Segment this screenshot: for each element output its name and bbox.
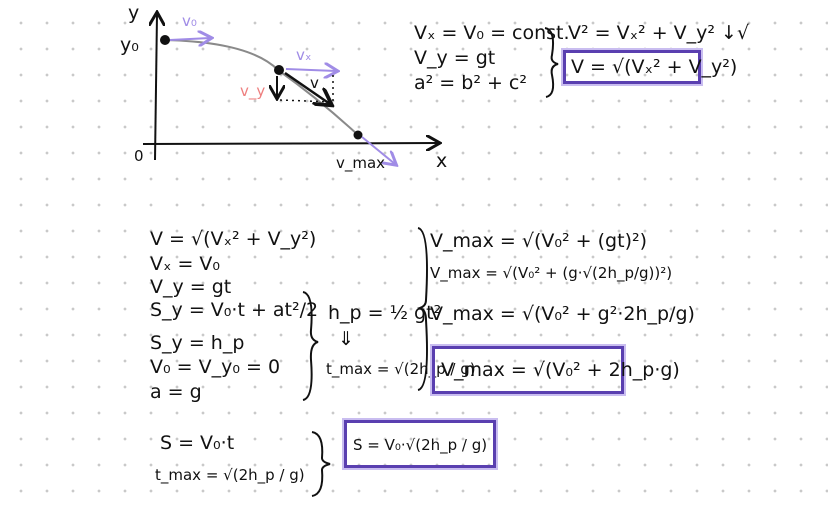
- boxed-s-text: S = V₀·√(2h_p / g): [353, 436, 488, 454]
- bracket-bottom: [311, 431, 331, 497]
- given-line: V₀ = V_y₀ = 0: [150, 356, 281, 378]
- y-axis-label: y: [128, 2, 140, 24]
- eq-vy: V_y = gt: [414, 47, 496, 69]
- bottom-line: S = V₀·t: [160, 432, 235, 454]
- given-line: Vₓ = V₀: [150, 253, 221, 275]
- vmax-arrow: [361, 136, 395, 164]
- y-axis: [155, 14, 157, 161]
- v-label: v: [310, 74, 319, 92]
- y0-label: y₀: [120, 34, 139, 56]
- component-dotted-lines: [279, 75, 334, 103]
- v-arrow: [284, 71, 330, 104]
- point-start: [160, 35, 170, 45]
- vx-label: vₓ: [296, 46, 312, 64]
- vmax-line: V_max = √(V₀² + (gt)²): [430, 230, 648, 252]
- x-axis-label: x: [436, 150, 448, 172]
- v0-arrow: [169, 38, 210, 40]
- given-line: a = g: [150, 381, 202, 403]
- vy-label: v_y: [240, 82, 266, 100]
- origin-label: 0: [134, 147, 144, 165]
- v0-label: v₀: [182, 12, 197, 30]
- point-end: [353, 130, 363, 140]
- vx-arrow: [285, 69, 336, 71]
- vmax-label: v_max: [336, 154, 386, 172]
- boxed-vmax-formula: V_max = √(V₀² + 2h_p·g): [432, 346, 680, 394]
- given-line: V_y = gt: [150, 276, 232, 298]
- boxed-v-text: V = √(Vₓ² + V_y²): [571, 56, 738, 78]
- eq-pythagoras: a² = b² + c²: [414, 72, 527, 94]
- vmax-line: V_max = √(V₀² + g²·2h_p/g): [430, 303, 695, 325]
- bracket-top: [544, 27, 559, 98]
- eq-vx: Vₓ = V₀ = const.: [414, 22, 570, 44]
- implies-arrow: ⇓: [338, 328, 354, 350]
- x-axis: [142, 143, 438, 144]
- bottom-line: t_max = √(2h_p / g): [155, 466, 305, 484]
- point-middle: [274, 65, 284, 75]
- given-line: V = √(Vₓ² + V_y²): [150, 228, 317, 250]
- given-line: S_y = V₀·t + at²/2: [150, 299, 319, 321]
- eq-v-squared: V² = Vₓ² + V_y² ↓√: [568, 22, 750, 44]
- time-line: t_max = √(2h_p / g): [326, 360, 476, 378]
- boxed-vmax-text: V_max = √(V₀² + 2h_p·g): [441, 359, 680, 381]
- bracket-vmax: [416, 227, 428, 391]
- boxed-s-formula: S = V₀·√(2h_p / g): [344, 420, 496, 468]
- boxed-v-formula: V = √(Vₓ² + V_y²): [563, 50, 737, 84]
- vmax-line: V_max = √(V₀² + (g·√(2h_p/g))²): [430, 264, 673, 282]
- time-line: h_p = ½ gt²: [328, 302, 442, 324]
- given-line: S_y = h_p: [150, 332, 245, 354]
- bracket-given: [302, 291, 319, 401]
